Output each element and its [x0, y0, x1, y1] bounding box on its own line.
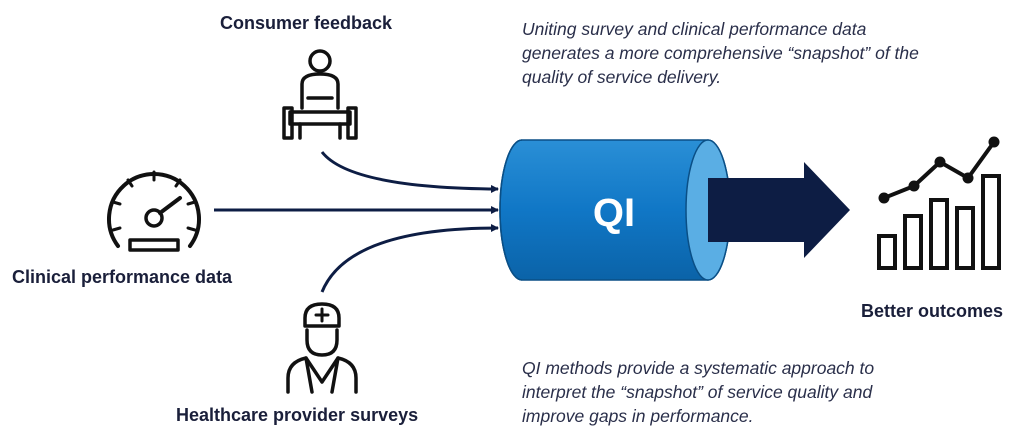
- top-note-line: generates a more comprehensive “snapshot…: [522, 43, 919, 63]
- top-note-line: Uniting survey and clinical performance …: [522, 19, 867, 39]
- consumer-feedback-label: Consumer feedback: [220, 13, 393, 33]
- qi-cylinder: QI: [499, 139, 731, 281]
- output-arrow: [708, 162, 850, 258]
- provider-surveys-label: Healthcare provider surveys: [176, 405, 419, 425]
- bottom-note-line: QI methods provide a systematic approach…: [522, 358, 875, 378]
- qi-label: QI: [593, 191, 635, 235]
- doctor-icon: [286, 302, 358, 394]
- bottom-note-line: interpret the “snapshot” of service qual…: [522, 382, 873, 402]
- speedometer-icon: [107, 170, 201, 252]
- provider-arrow: [320, 224, 499, 293]
- top-note-line: quality of service delivery.: [522, 67, 722, 87]
- bottom-note-line: improve gaps in performance.: [522, 406, 754, 426]
- consumer-arrow: [320, 151, 499, 193]
- top-note: Uniting survey and clinical performance …: [522, 17, 919, 89]
- bottom-note: QI methods provide a systematic approach…: [522, 356, 874, 428]
- clinical-performance-label: Clinical performance data: [12, 267, 233, 287]
- seated-person-icon: [282, 49, 358, 140]
- rising-bar-chart-icon: [877, 136, 1001, 270]
- better-outcomes-label: Better outcomes: [861, 301, 1004, 321]
